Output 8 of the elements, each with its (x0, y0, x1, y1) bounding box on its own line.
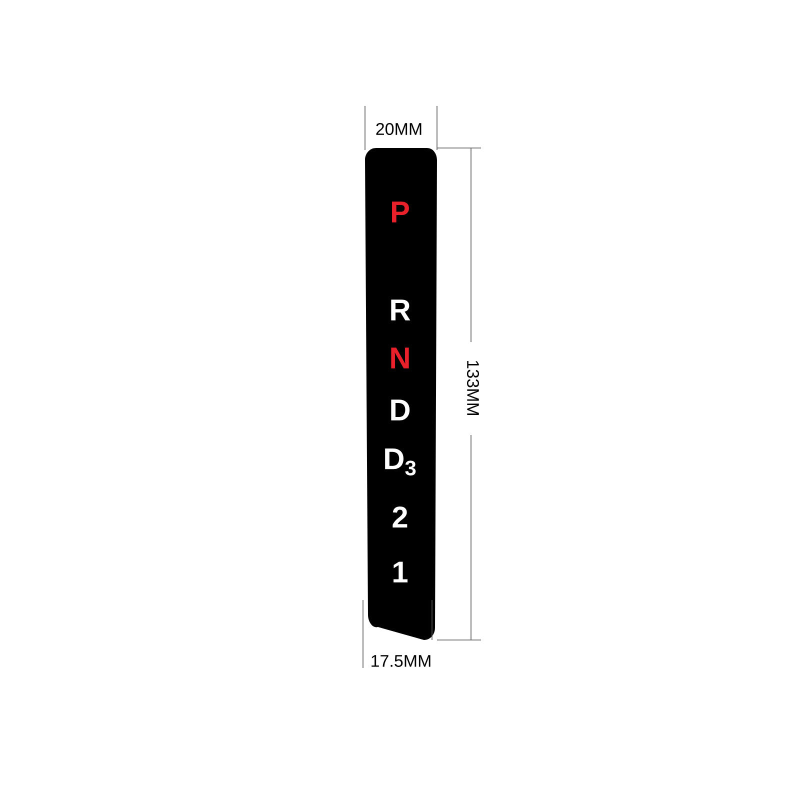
gear-label: P (392, 202, 409, 222)
gear-label: D (391, 400, 410, 420)
gear-label: D$_{3}$ (385, 448, 416, 476)
gear-label: 2 (392, 506, 408, 528)
gear-label: 1 (394, 562, 408, 582)
gear-label: R (391, 300, 410, 320)
gear-label: N (391, 348, 409, 368)
dimension-label: 133MM (466, 360, 480, 415)
